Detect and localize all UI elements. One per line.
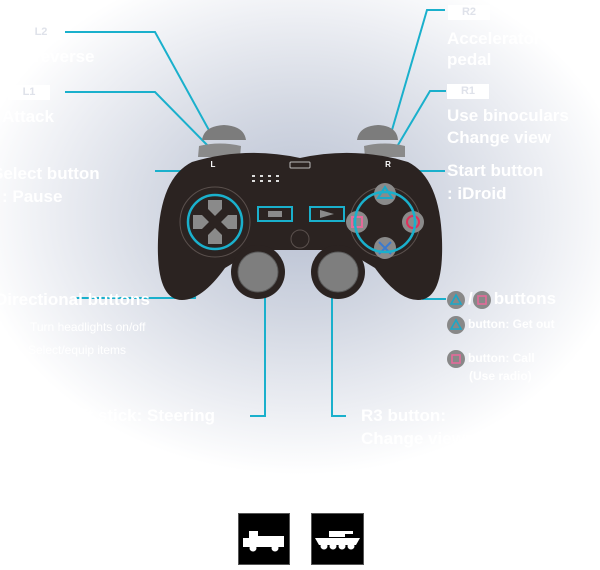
l1-action: Attack <box>2 107 54 126</box>
leader-r3 <box>331 272 346 417</box>
face-title: / buttons <box>447 289 557 309</box>
l1-button <box>198 143 241 157</box>
start-title: Start button <box>447 161 544 180</box>
l2-button <box>202 125 246 140</box>
dpad-down <box>208 228 222 244</box>
r3-action: Change viewpoint <box>361 429 507 448</box>
leader-r2 <box>391 9 445 131</box>
truck-icon <box>238 513 290 565</box>
l-label: L <box>211 160 216 169</box>
dpad-item-equip: Select/equip items <box>28 343 127 357</box>
shoulder-buttons <box>198 125 405 157</box>
r2-button <box>357 125 398 140</box>
dpad-title: Directional buttons <box>0 290 150 309</box>
triangle-action-text: button: Get out <box>468 317 555 332</box>
dpad-up <box>208 200 222 216</box>
start-action: : iDroid <box>447 184 507 203</box>
dpad[interactable] <box>186 193 244 251</box>
l2-badge: L2 <box>20 25 62 40</box>
face-title-text: buttons <box>493 289 557 308</box>
leader-lstick <box>250 272 266 417</box>
triangle-button-icon <box>447 290 465 309</box>
square-icon <box>351 216 363 228</box>
square-action: button: Call <box>447 350 535 368</box>
leader-l1 <box>65 91 213 151</box>
r2-action-2: pedal <box>447 50 492 69</box>
right-stick[interactable] <box>317 251 359 293</box>
dpad-item-headlights: Turn headlights on/off <box>30 320 146 334</box>
square-button-icon <box>472 290 491 309</box>
player-leds <box>252 175 279 182</box>
face-separator: / <box>468 289 473 308</box>
square-action-2: (Use radio) <box>469 369 532 383</box>
r3-title: R3 button: <box>361 406 446 425</box>
triangle-button-icon <box>447 316 465 334</box>
square-button-icon <box>447 350 465 368</box>
lstick-action: Left stick: Steering <box>62 406 216 425</box>
r2-action-1: Accelerator <box>447 29 541 48</box>
leader-r1 <box>394 90 446 151</box>
left-stick[interactable] <box>237 251 279 293</box>
r1-badge: R1 <box>447 84 489 99</box>
select-title: Select button <box>0 164 100 183</box>
r1-action-2: Change view <box>447 128 551 147</box>
r1-action-1: Use binoculars <box>447 106 569 125</box>
r1-button <box>364 143 405 157</box>
armored-vehicle-icon <box>311 513 364 565</box>
select-button[interactable] <box>257 206 293 222</box>
ps-button[interactable] <box>290 229 310 249</box>
triangle-action: button: Get out <box>447 316 555 334</box>
circle-icon <box>406 215 420 229</box>
select-action: : Pause <box>2 187 63 206</box>
face-buttons[interactable] <box>346 183 424 259</box>
start-button[interactable] <box>309 206 345 222</box>
leader-l2 <box>65 31 211 133</box>
r-label: R <box>385 160 391 169</box>
square-action-text: button: Call <box>468 351 535 366</box>
l1-badge: L1 <box>8 85 50 100</box>
usb-port <box>289 161 311 169</box>
r2-badge: R2 <box>448 5 490 20</box>
dpad-right <box>221 215 237 229</box>
dpad-left <box>193 215 209 229</box>
l2-action: Brake/reverse <box>0 47 95 66</box>
